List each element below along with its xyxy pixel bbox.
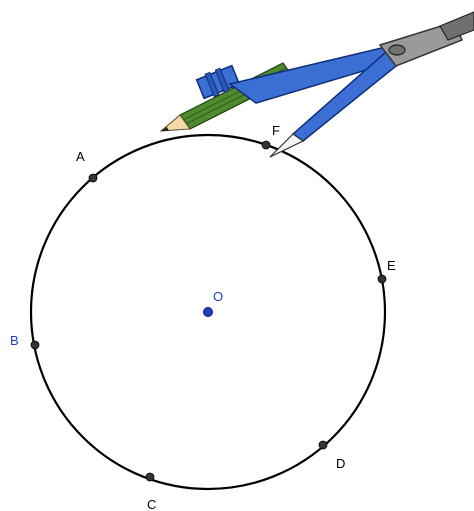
label-b: B (10, 333, 19, 348)
construction-circle (29, 133, 387, 491)
compass-icon (159, 11, 474, 158)
center-point-o (203, 307, 213, 317)
compass-handle (439, 11, 474, 41)
label-f: F (272, 123, 280, 138)
pencil-tip (159, 114, 191, 132)
point-f (261, 140, 271, 150)
point-a (88, 173, 98, 183)
label-c: C (147, 497, 156, 511)
point-b (30, 340, 40, 350)
center-label-o: O (213, 289, 223, 304)
point-d (318, 440, 328, 450)
compass-needle (269, 133, 305, 158)
label-a: A (76, 149, 85, 164)
label-d: D (336, 456, 345, 471)
point-c (145, 472, 155, 482)
label-e: E (387, 258, 396, 273)
point-e (377, 274, 387, 284)
pencil-clamp (195, 64, 241, 100)
